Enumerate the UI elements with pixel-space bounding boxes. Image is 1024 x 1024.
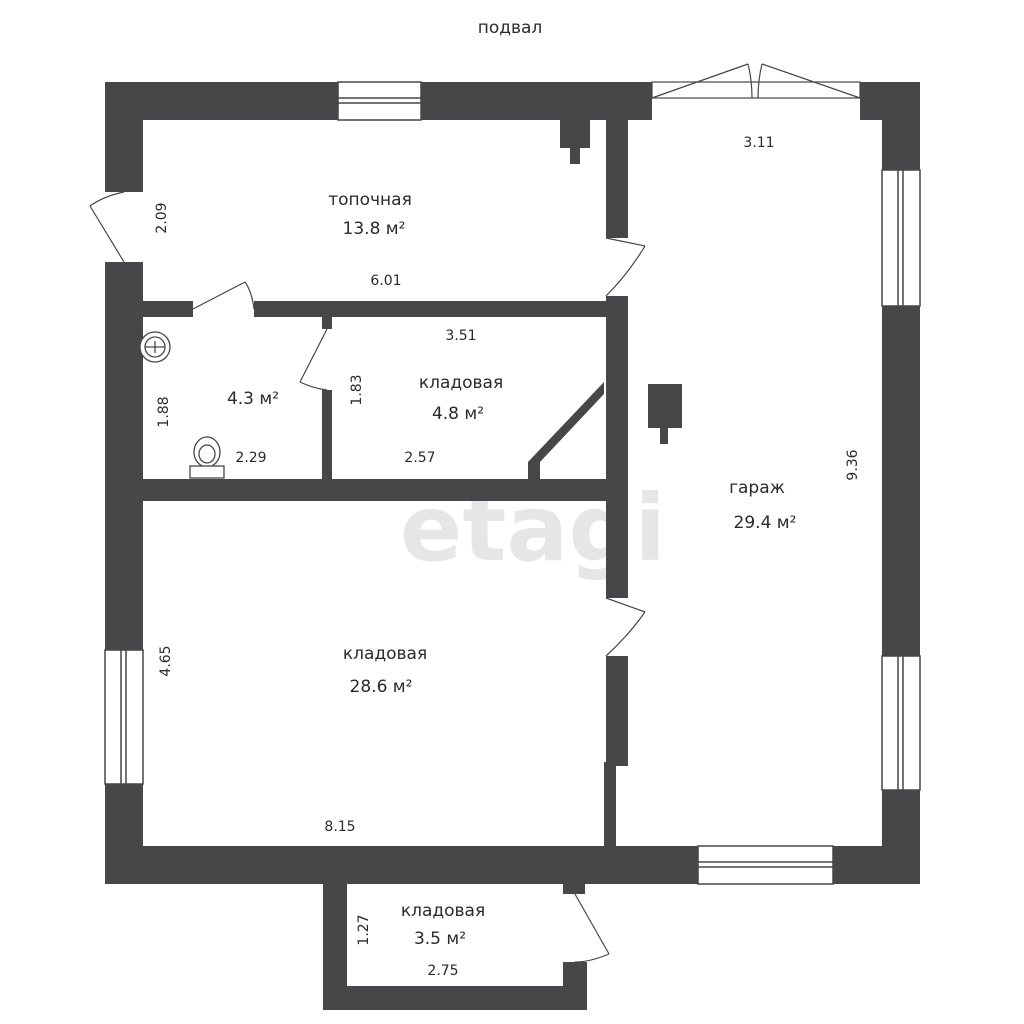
dim-small-bottom: 2.57 bbox=[404, 450, 435, 466]
dim-bath-width: 2.29 bbox=[235, 450, 266, 466]
wall-h1-right bbox=[254, 301, 606, 317]
walls bbox=[105, 82, 920, 1010]
dim-annex-height: 1.27 bbox=[356, 914, 372, 945]
wall-right-upper bbox=[882, 82, 920, 170]
window-left bbox=[104, 649, 144, 785]
wall-divider-bottom bbox=[604, 762, 616, 848]
window-bottom bbox=[697, 845, 834, 885]
fixtures bbox=[139, 331, 225, 479]
room-area-big-storage: 28.6 м² bbox=[350, 677, 413, 697]
room-name-annex-storage: кладовая bbox=[401, 901, 485, 921]
door-storage-garage bbox=[605, 597, 646, 657]
pillar-stem bbox=[660, 428, 668, 444]
dim-bath-height: 1.88 bbox=[156, 396, 172, 427]
wall-annex-right bbox=[563, 962, 587, 1010]
floor-title: подвал bbox=[478, 18, 543, 38]
dim-garage-top: 3.11 bbox=[743, 135, 774, 151]
room-area-annex-storage: 3.5 м² bbox=[414, 929, 466, 949]
wall-annex-bottom bbox=[323, 986, 587, 1010]
dim-small-height: 1.83 bbox=[349, 374, 365, 405]
pillar-block bbox=[648, 384, 682, 428]
window-right-lower bbox=[881, 655, 921, 791]
windows bbox=[104, 81, 921, 885]
wall-divider-middle bbox=[606, 296, 628, 598]
room-area-garage: 29.4 м² bbox=[734, 513, 797, 533]
room-area-bathroom: 4.3 м² bbox=[227, 389, 279, 409]
door-annex bbox=[574, 893, 610, 963]
room-labels: топочная 13.8 м² 4.3 м² кладовая 4.8 м² … bbox=[227, 190, 797, 949]
room-area-boiler: 13.8 м² bbox=[343, 219, 406, 239]
dimension-labels: 6.01 2.09 1.88 2.29 3.51 1.83 2.57 4.65 … bbox=[154, 135, 861, 979]
wall-bath-divider bbox=[322, 390, 332, 479]
garage-gate bbox=[651, 63, 861, 99]
dim-boiler-height: 2.09 bbox=[154, 202, 170, 233]
door-left-exterior bbox=[89, 191, 125, 263]
dim-garage-height: 9.36 bbox=[845, 449, 861, 480]
dim-annex-width: 2.75 bbox=[427, 963, 458, 979]
window-top bbox=[337, 81, 422, 121]
room-name-boiler: топочная bbox=[328, 190, 412, 210]
room-name-small-storage: кладовая bbox=[419, 373, 503, 393]
room-area-small-storage: 4.8 м² bbox=[432, 404, 484, 424]
room-name-big-storage: кладовая bbox=[343, 644, 427, 664]
wall-bottom-right bbox=[833, 846, 920, 884]
wall-h1-left bbox=[143, 301, 193, 317]
window-right-upper bbox=[881, 169, 921, 307]
door-small-storage bbox=[299, 328, 328, 391]
wall-h2 bbox=[143, 479, 606, 501]
wall-top-left bbox=[105, 82, 338, 120]
wall-divider-top bbox=[606, 112, 628, 238]
wall-left-upper bbox=[105, 82, 143, 192]
stairs bbox=[528, 382, 604, 479]
toilet-icon bbox=[189, 436, 225, 479]
sink-icon bbox=[139, 331, 171, 363]
wall-right-middle bbox=[882, 306, 920, 656]
dim-big-height: 4.65 bbox=[158, 645, 174, 676]
dim-small-top: 3.51 bbox=[445, 328, 476, 344]
door-bathroom bbox=[192, 281, 255, 310]
dim-boiler-width: 6.01 bbox=[370, 273, 401, 289]
chimney-block bbox=[560, 118, 590, 148]
chimney-stem bbox=[570, 148, 580, 164]
doors bbox=[89, 63, 861, 963]
wall-annex-post bbox=[563, 884, 585, 894]
wall-left-middle bbox=[105, 262, 143, 650]
dim-big-width: 8.15 bbox=[324, 819, 355, 835]
wall-bath-post bbox=[322, 317, 332, 329]
room-name-garage: гараж bbox=[729, 478, 785, 498]
wall-bottom-left bbox=[105, 846, 698, 884]
wall-divider-lower bbox=[606, 656, 628, 766]
door-boiler-garage bbox=[605, 237, 646, 297]
